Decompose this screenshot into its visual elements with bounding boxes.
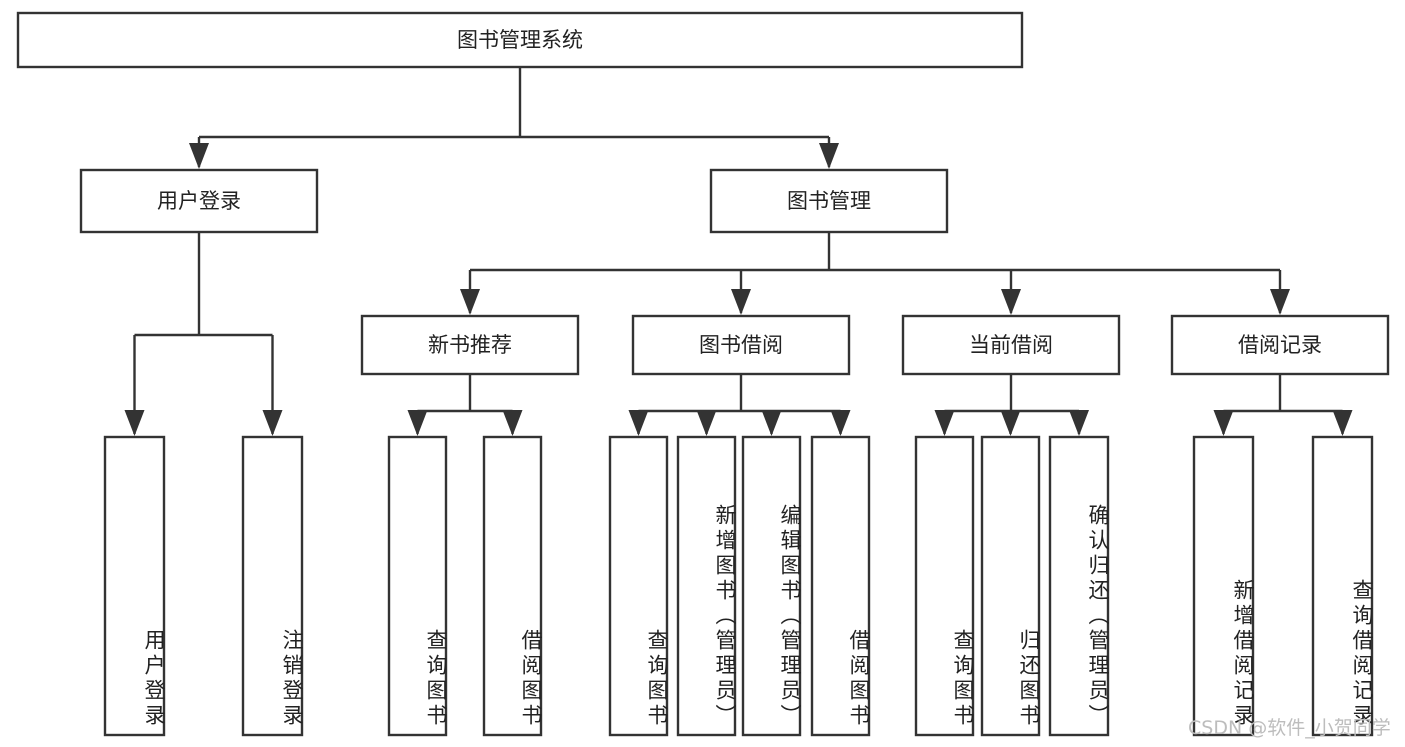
- node-book-manage[interactable]: [709, 168, 949, 234]
- arrow-to-leaf-user-login: [124, 410, 145, 436]
- node-leaf-edit-book[interactable]: [741, 435, 802, 737]
- arrow-to-leaf-query-record: [1332, 410, 1353, 436]
- arrow-to-leaf-edit-book: [761, 410, 782, 436]
- node-leaf-borrow-book-bor[interactable]: [810, 435, 871, 737]
- node-leaf-query-record[interactable]: [1311, 435, 1374, 737]
- arrow-to-current-borrow: [1001, 289, 1021, 315]
- watermark-text: CSDN @软件_小贺同学: [1188, 717, 1391, 739]
- node-root[interactable]: [16, 11, 1024, 69]
- node-borrow-record[interactable]: [1170, 314, 1390, 376]
- node-book-borrow-label: 图书借阅: [699, 333, 783, 357]
- node-user-login-label: 用户登录: [157, 189, 241, 213]
- node-leaf-return-book[interactable]: [980, 435, 1041, 737]
- arrow-to-leaf-return-book: [1000, 410, 1021, 436]
- arrow-to-leaf-confirm-return: [1069, 410, 1089, 436]
- node-leaf-borrow-book-rec[interactable]: [482, 435, 543, 737]
- arrow-to-leaf-add-record: [1213, 410, 1234, 436]
- node-new-book-rec[interactable]: [360, 314, 580, 376]
- node-leaf-query-book-cur[interactable]: [914, 435, 975, 737]
- arrow-to-new-book-rec: [460, 289, 480, 315]
- node-book-borrow[interactable]: [631, 314, 851, 376]
- node-leaf-user-login[interactable]: [103, 435, 166, 737]
- node-book-manage-label: 图书管理: [787, 189, 871, 213]
- arrow-to-book-borrow: [731, 289, 751, 315]
- arrow-to-leaf-borrow-book-rec: [502, 410, 523, 436]
- node-new-book-rec-label: 新书推荐: [428, 333, 512, 357]
- node-leaf-logout[interactable]: [241, 435, 304, 737]
- node-leaf-query-book-rec[interactable]: [387, 435, 448, 737]
- node-leaf-query-book-bor[interactable]: [608, 435, 669, 737]
- arrow-to-leaf-borrow-book-bor: [830, 410, 851, 436]
- arrow-to-user-login: [189, 143, 209, 169]
- arrow-to-leaf-query-book-bor: [628, 410, 649, 436]
- node-borrow-record-label: 借阅记录: [1238, 333, 1322, 357]
- node-current-borrow[interactable]: [901, 314, 1121, 376]
- node-leaf-add-book[interactable]: [676, 435, 737, 737]
- arrow-to-leaf-add-book: [696, 410, 717, 436]
- arrow-to-borrow-record: [1270, 289, 1290, 315]
- arrow-to-leaf-query-book-rec: [407, 410, 428, 436]
- node-current-borrow-label: 当前借阅: [969, 333, 1053, 357]
- node-leaf-confirm-return[interactable]: [1048, 435, 1110, 737]
- connector-layer: [124, 67, 1353, 436]
- node-root-label: 图书管理系统: [457, 28, 583, 52]
- arrow-to-leaf-logout: [262, 410, 283, 436]
- arrow-to-leaf-query-book-cur: [934, 410, 955, 436]
- arrow-to-book-manage: [819, 143, 839, 169]
- node-user-login[interactable]: [79, 168, 319, 234]
- node-leaf-add-record[interactable]: [1192, 435, 1255, 737]
